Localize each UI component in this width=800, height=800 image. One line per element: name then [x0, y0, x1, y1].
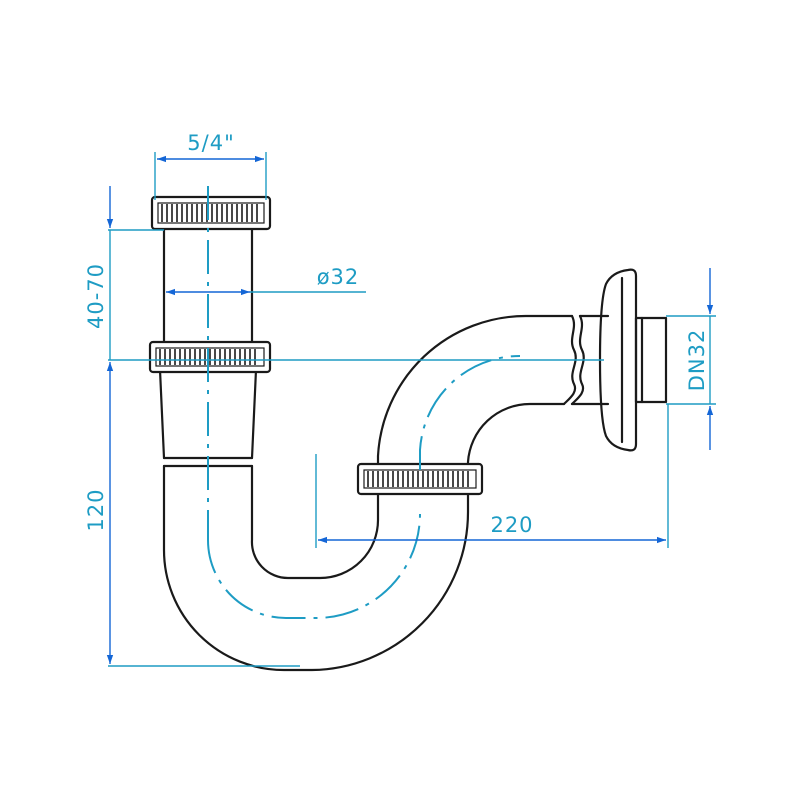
height-total-label: 120 — [84, 488, 108, 531]
s-bend-inner — [466, 402, 566, 466]
centerlines — [207, 186, 521, 619]
u-bend-outer — [162, 464, 470, 672]
middle-nut — [148, 340, 272, 374]
s-bend-outer — [376, 314, 574, 466]
sleeve-left-wall — [158, 368, 166, 460]
u-bend-centerline — [207, 513, 421, 619]
trap-outline — [158, 226, 668, 672]
s-bend-centerline — [419, 354, 521, 470]
outlet-connector — [634, 316, 668, 404]
dimension-lines — [106, 152, 716, 667]
outlet-length-label: 220 — [490, 513, 533, 537]
top-width-label: 5/4" — [187, 131, 234, 155]
pipe-break-right — [570, 314, 585, 406]
outlet-size-label: DN32 — [685, 329, 709, 392]
pipe-diameter-label: ø32 — [317, 265, 360, 289]
top-nut — [150, 195, 272, 231]
wall-rosette — [598, 268, 638, 452]
pipe-break-left — [562, 314, 577, 406]
sleeve-right-wall — [250, 368, 258, 460]
height-adjust-label: 40-70 — [84, 263, 108, 329]
